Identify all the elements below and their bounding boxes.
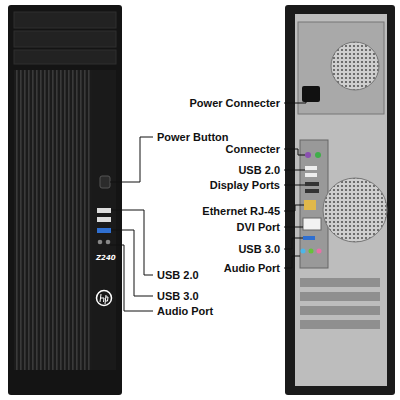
callout-label: Display Ports [209, 179, 281, 192]
back-tower [285, 5, 395, 395]
callout-label: Audio Port [223, 262, 281, 275]
callout-label: USB 3.0 [156, 290, 200, 303]
callout-label: Power Button [156, 131, 230, 144]
callout-label: Audio Port [156, 305, 214, 318]
callout-label: Ethernet RJ-45 [201, 205, 281, 218]
callout-label: DVI Port [236, 221, 281, 234]
leader-lines [110, 94, 306, 311]
callout-label: USB 2.0 [237, 164, 281, 177]
callout-label: USB 2.0 [156, 269, 200, 282]
front-tower [8, 5, 122, 395]
callout-label: Connecter [225, 143, 281, 156]
callout-label: USB 3.0 [237, 243, 281, 256]
callout-label: Power Connecter [189, 97, 281, 110]
model-badge: Z240 [96, 254, 116, 262]
